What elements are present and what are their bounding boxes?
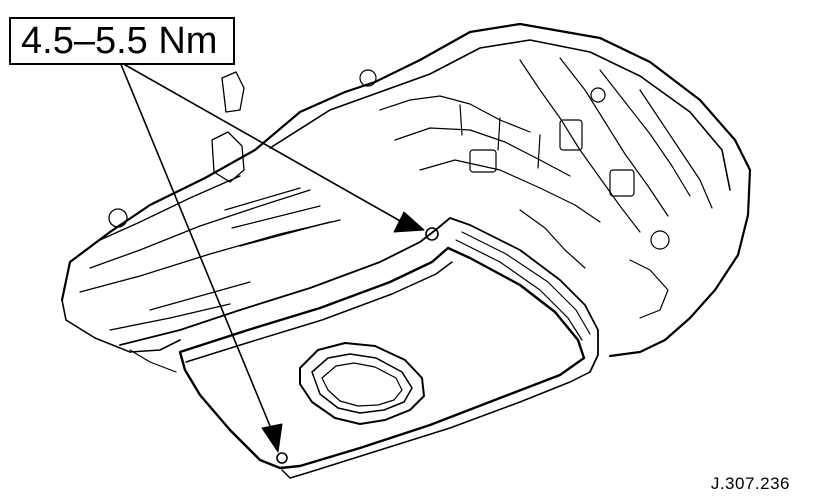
- leader-line-to-bolt-lower: [119, 61, 271, 427]
- arrowhead-lower-bolt: [261, 423, 283, 453]
- oil-pan-bolt-lower: [276, 452, 288, 464]
- oil-pan-gasket: [119, 217, 599, 373]
- oil-pan-bolt-upper: [425, 227, 439, 241]
- case-left-flange: [61, 299, 181, 353]
- torque-spec-callout: 4.5–5.5 Nm: [9, 17, 235, 65]
- torque-callout-leaders: [119, 61, 425, 453]
- leader-line-to-bolt-upper: [119, 61, 403, 223]
- arrowhead-upper-bolt: [393, 211, 425, 233]
- case-upper-rim: [269, 39, 731, 191]
- oil-pan-filter-well-inner: [311, 353, 413, 414]
- oil-pan-filter-well-ring: [321, 362, 403, 407]
- case-internal-detail: [359, 57, 713, 319]
- oil-pan-bottom-edge: [281, 371, 591, 479]
- oil-pan-body: [178, 246, 586, 470]
- oil-pan-lip: [185, 261, 453, 363]
- transmission-case-outline: [60, 22, 752, 358]
- oil-pan-flange-lines: [129, 231, 591, 373]
- oil-pan-filter-well: [299, 342, 425, 425]
- figure-reference-number: J.307.236: [710, 474, 790, 493]
- case-left-detail: [79, 71, 341, 331]
